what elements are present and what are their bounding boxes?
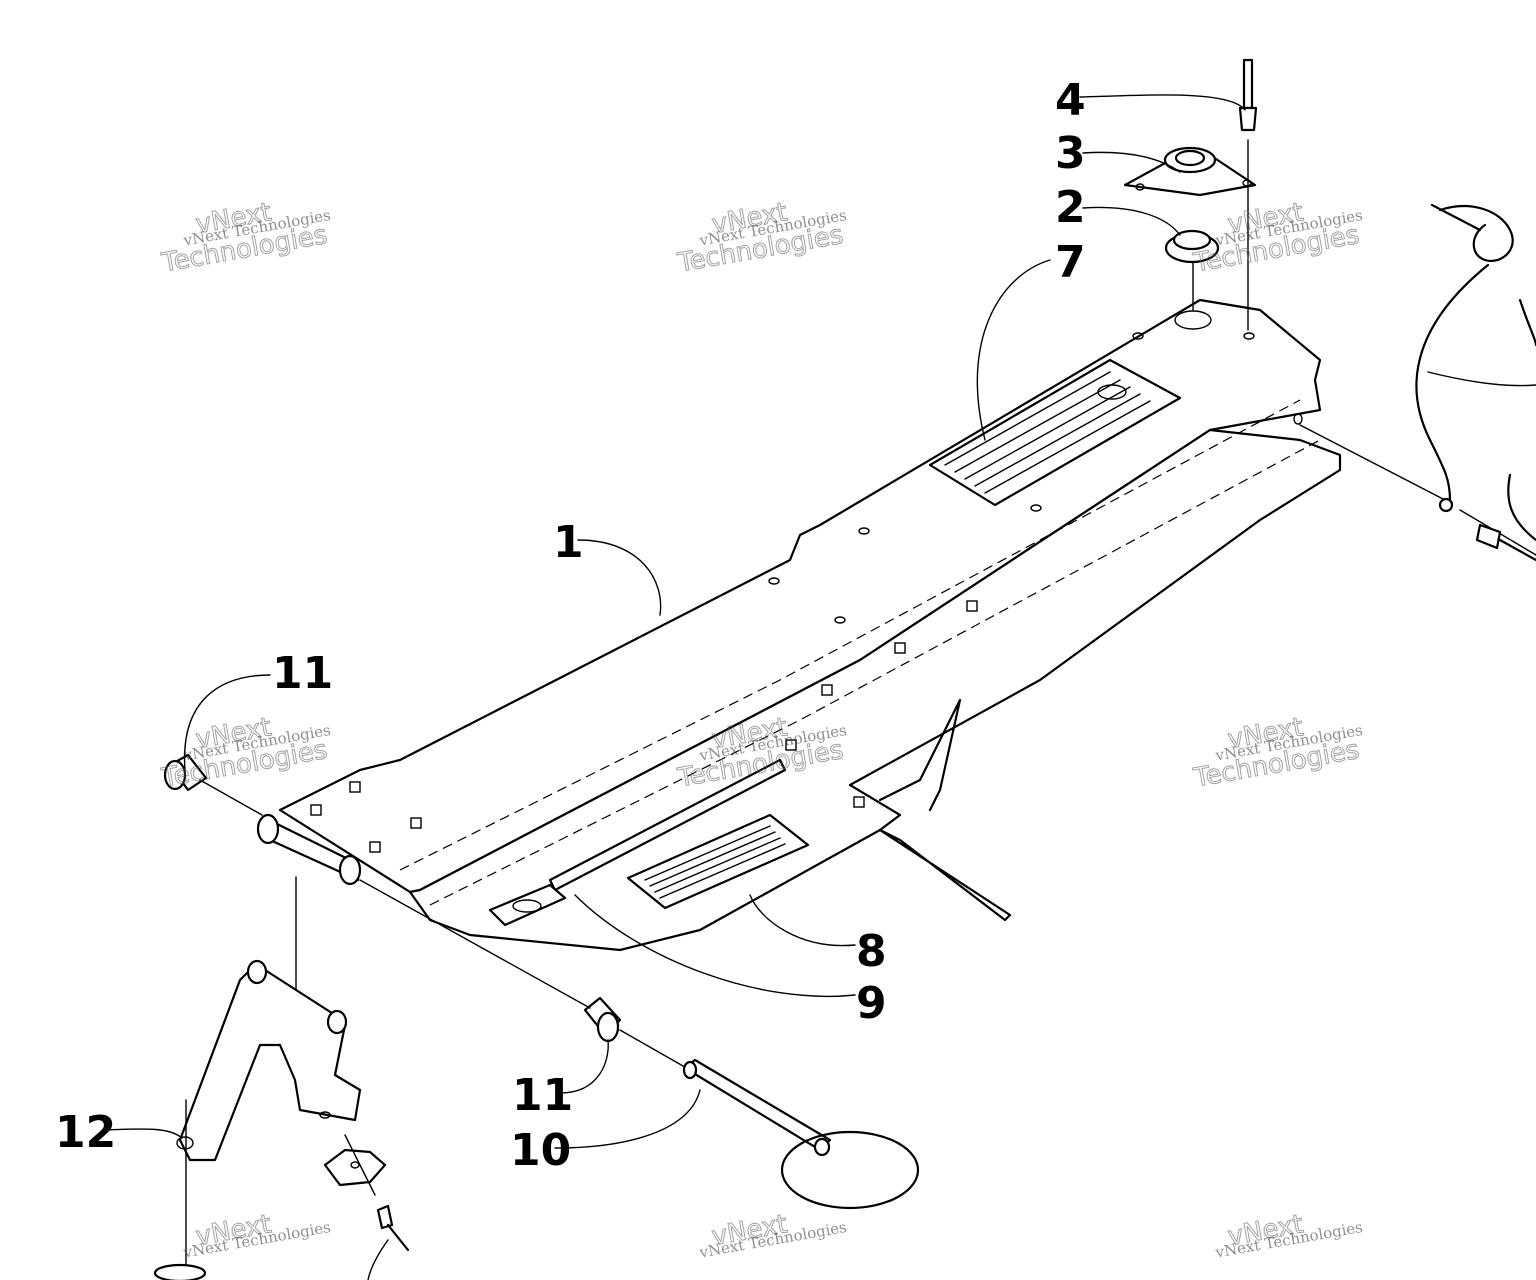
callout-11-bottom: 11 bbox=[512, 1070, 573, 1121]
bushing-part-right bbox=[583, 996, 622, 1043]
rivet-part-bottom bbox=[376, 1204, 410, 1252]
lanyard-pin bbox=[1299, 203, 1536, 562]
grommet-part bbox=[1164, 229, 1220, 264]
warning-decal bbox=[928, 358, 1182, 507]
callout-2: 2 bbox=[1055, 182, 1086, 233]
callout-9: 9 bbox=[856, 978, 887, 1029]
callout-7: 7 bbox=[1055, 237, 1086, 288]
callout-3: 3 bbox=[1055, 128, 1086, 179]
name-decal bbox=[488, 758, 787, 927]
bushing-part-left bbox=[163, 753, 208, 792]
hinge-tube bbox=[256, 813, 362, 886]
washer-part bbox=[323, 1148, 387, 1187]
hinge-pin-part bbox=[619, 1029, 920, 1210]
callout-1: 1 bbox=[553, 517, 584, 568]
mount-plate-part bbox=[1123, 146, 1257, 197]
callout-12: 12 bbox=[55, 1107, 116, 1158]
callouts: 4 3 2 7 1 11 8 9 11 10 12 bbox=[55, 75, 1086, 1176]
leader-lines bbox=[104, 94, 1246, 1280]
tray-part bbox=[256, 298, 1342, 952]
bracket-part bbox=[176, 959, 362, 1162]
callout-10: 10 bbox=[510, 1125, 571, 1176]
rivet-part-top bbox=[1238, 58, 1258, 132]
callout-8: 8 bbox=[856, 926, 887, 977]
studs bbox=[310, 310, 1303, 853]
callout-4: 4 bbox=[1055, 75, 1086, 126]
label-decal bbox=[626, 813, 810, 910]
callout-11-top: 11 bbox=[272, 648, 333, 699]
